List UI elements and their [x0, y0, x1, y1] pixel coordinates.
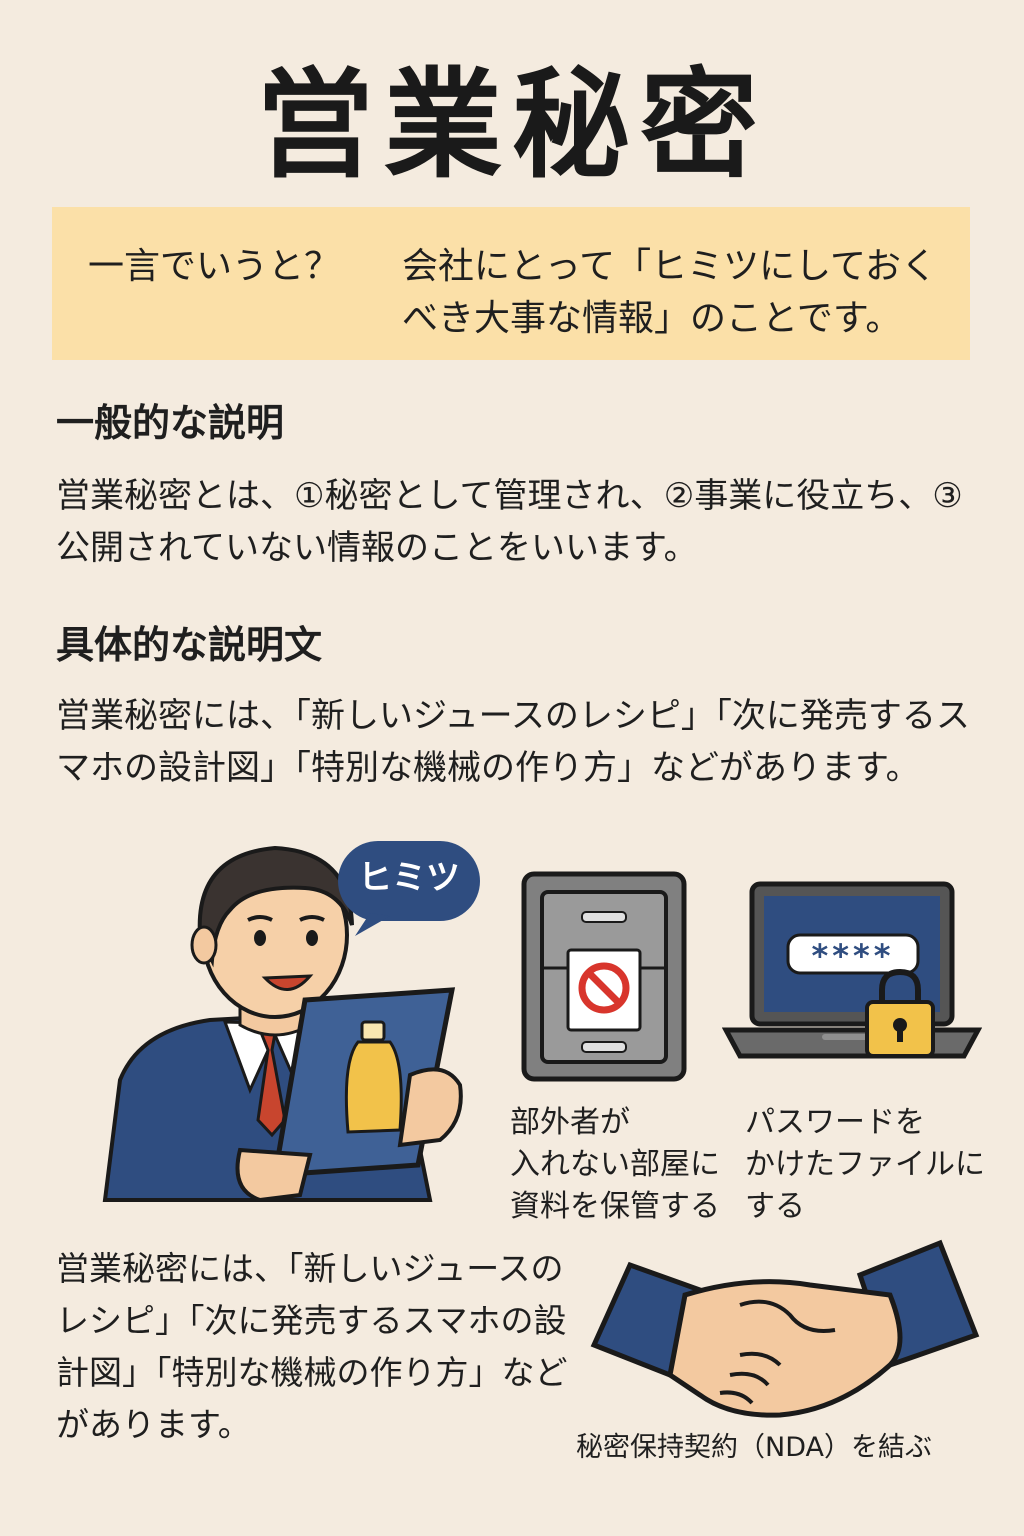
general-heading: 一般的な説明 [56, 401, 285, 445]
locked-cabinet-icon [521, 871, 687, 1082]
cabinet-caption-line: 部外者が [510, 1105, 630, 1140]
page-title: 営業秘密 [255, 56, 768, 194]
laptop-caption-line: かけたファイルに [745, 1147, 985, 1182]
laptop-caption: パスワードを かけたファイルに する [745, 1102, 985, 1228]
speech-bubble-text: ヒミツ [358, 858, 460, 898]
specific-text: 営業秘密には、「新しいジュースのレシピ」「次に発売するスマホの設計図」「特別な機… [56, 696, 970, 788]
summary-box: 一言でいうと？ 会社にとって「ヒミツにしておくべき大事な情報」のことです。 [52, 207, 970, 360]
businessman-illustration [102, 845, 463, 1203]
general-text: 営業秘密とは、①秘密として管理され、②事業に役立ち、③公開されていない情報のこと… [56, 476, 963, 568]
bottom-text: 営業秘密には、「新しいジュースのレシピ」「次に発売するスマホの設計図」「特別な機… [56, 1249, 568, 1444]
laptop-caption-line: する [745, 1189, 805, 1224]
specific-heading: 具体的な説明文 [56, 623, 323, 667]
handshake-caption: 秘密保持契約（NDA）を結ぶ [576, 1432, 932, 1463]
password-laptop-icon [722, 881, 982, 1059]
cabinet-caption-line: 入れない部屋に [510, 1147, 720, 1182]
handshake-icon [590, 1239, 980, 1418]
summary-text: 会社にとって「ヒミツにしておくべき大事な情報」のことです。 [402, 246, 937, 339]
summary-label: 一言でいうと？ [88, 246, 341, 287]
cabinet-caption-line: 資料を保管する [510, 1189, 720, 1224]
password-mask: **** [811, 937, 895, 975]
laptop-caption-line: パスワードを [745, 1105, 925, 1140]
cabinet-caption: 部外者が 入れない部屋に 資料を保管する [510, 1102, 720, 1228]
speech-bubble-shape [338, 841, 480, 936]
